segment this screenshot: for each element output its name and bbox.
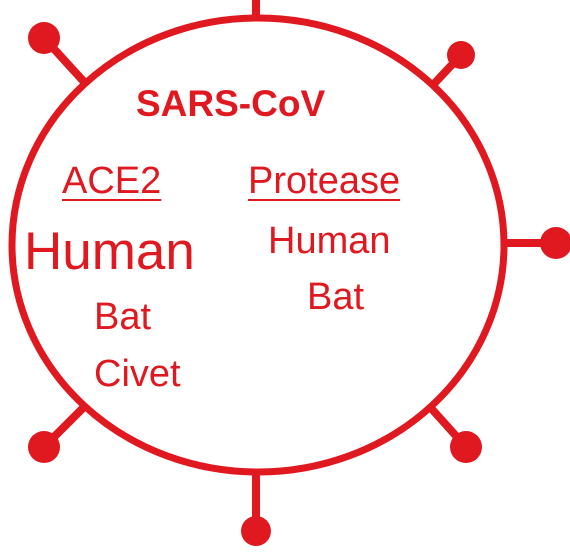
protease-host-human: Human — [268, 220, 391, 262]
protease-host-bat: Bat — [307, 276, 365, 318]
spike-top-right — [429, 41, 475, 89]
protease-heading: Protease — [248, 160, 401, 202]
ace2-heading: ACE2 — [62, 160, 162, 202]
spike-proteins — [28, 0, 570, 546]
spike-bottom-left — [28, 404, 87, 463]
spike-bottom-right — [427, 404, 482, 463]
spike-top-left — [28, 22, 89, 87]
virus-name-title: SARS-CoV — [136, 83, 326, 124]
ace2-host-human: Human — [24, 222, 195, 281]
ace2-host-civet: Civet — [94, 353, 181, 395]
virus-membrane — [8, 14, 508, 476]
spike-bottom — [241, 470, 271, 546]
spike-right — [500, 227, 570, 259]
ace2-host-bat: Bat — [94, 296, 152, 338]
